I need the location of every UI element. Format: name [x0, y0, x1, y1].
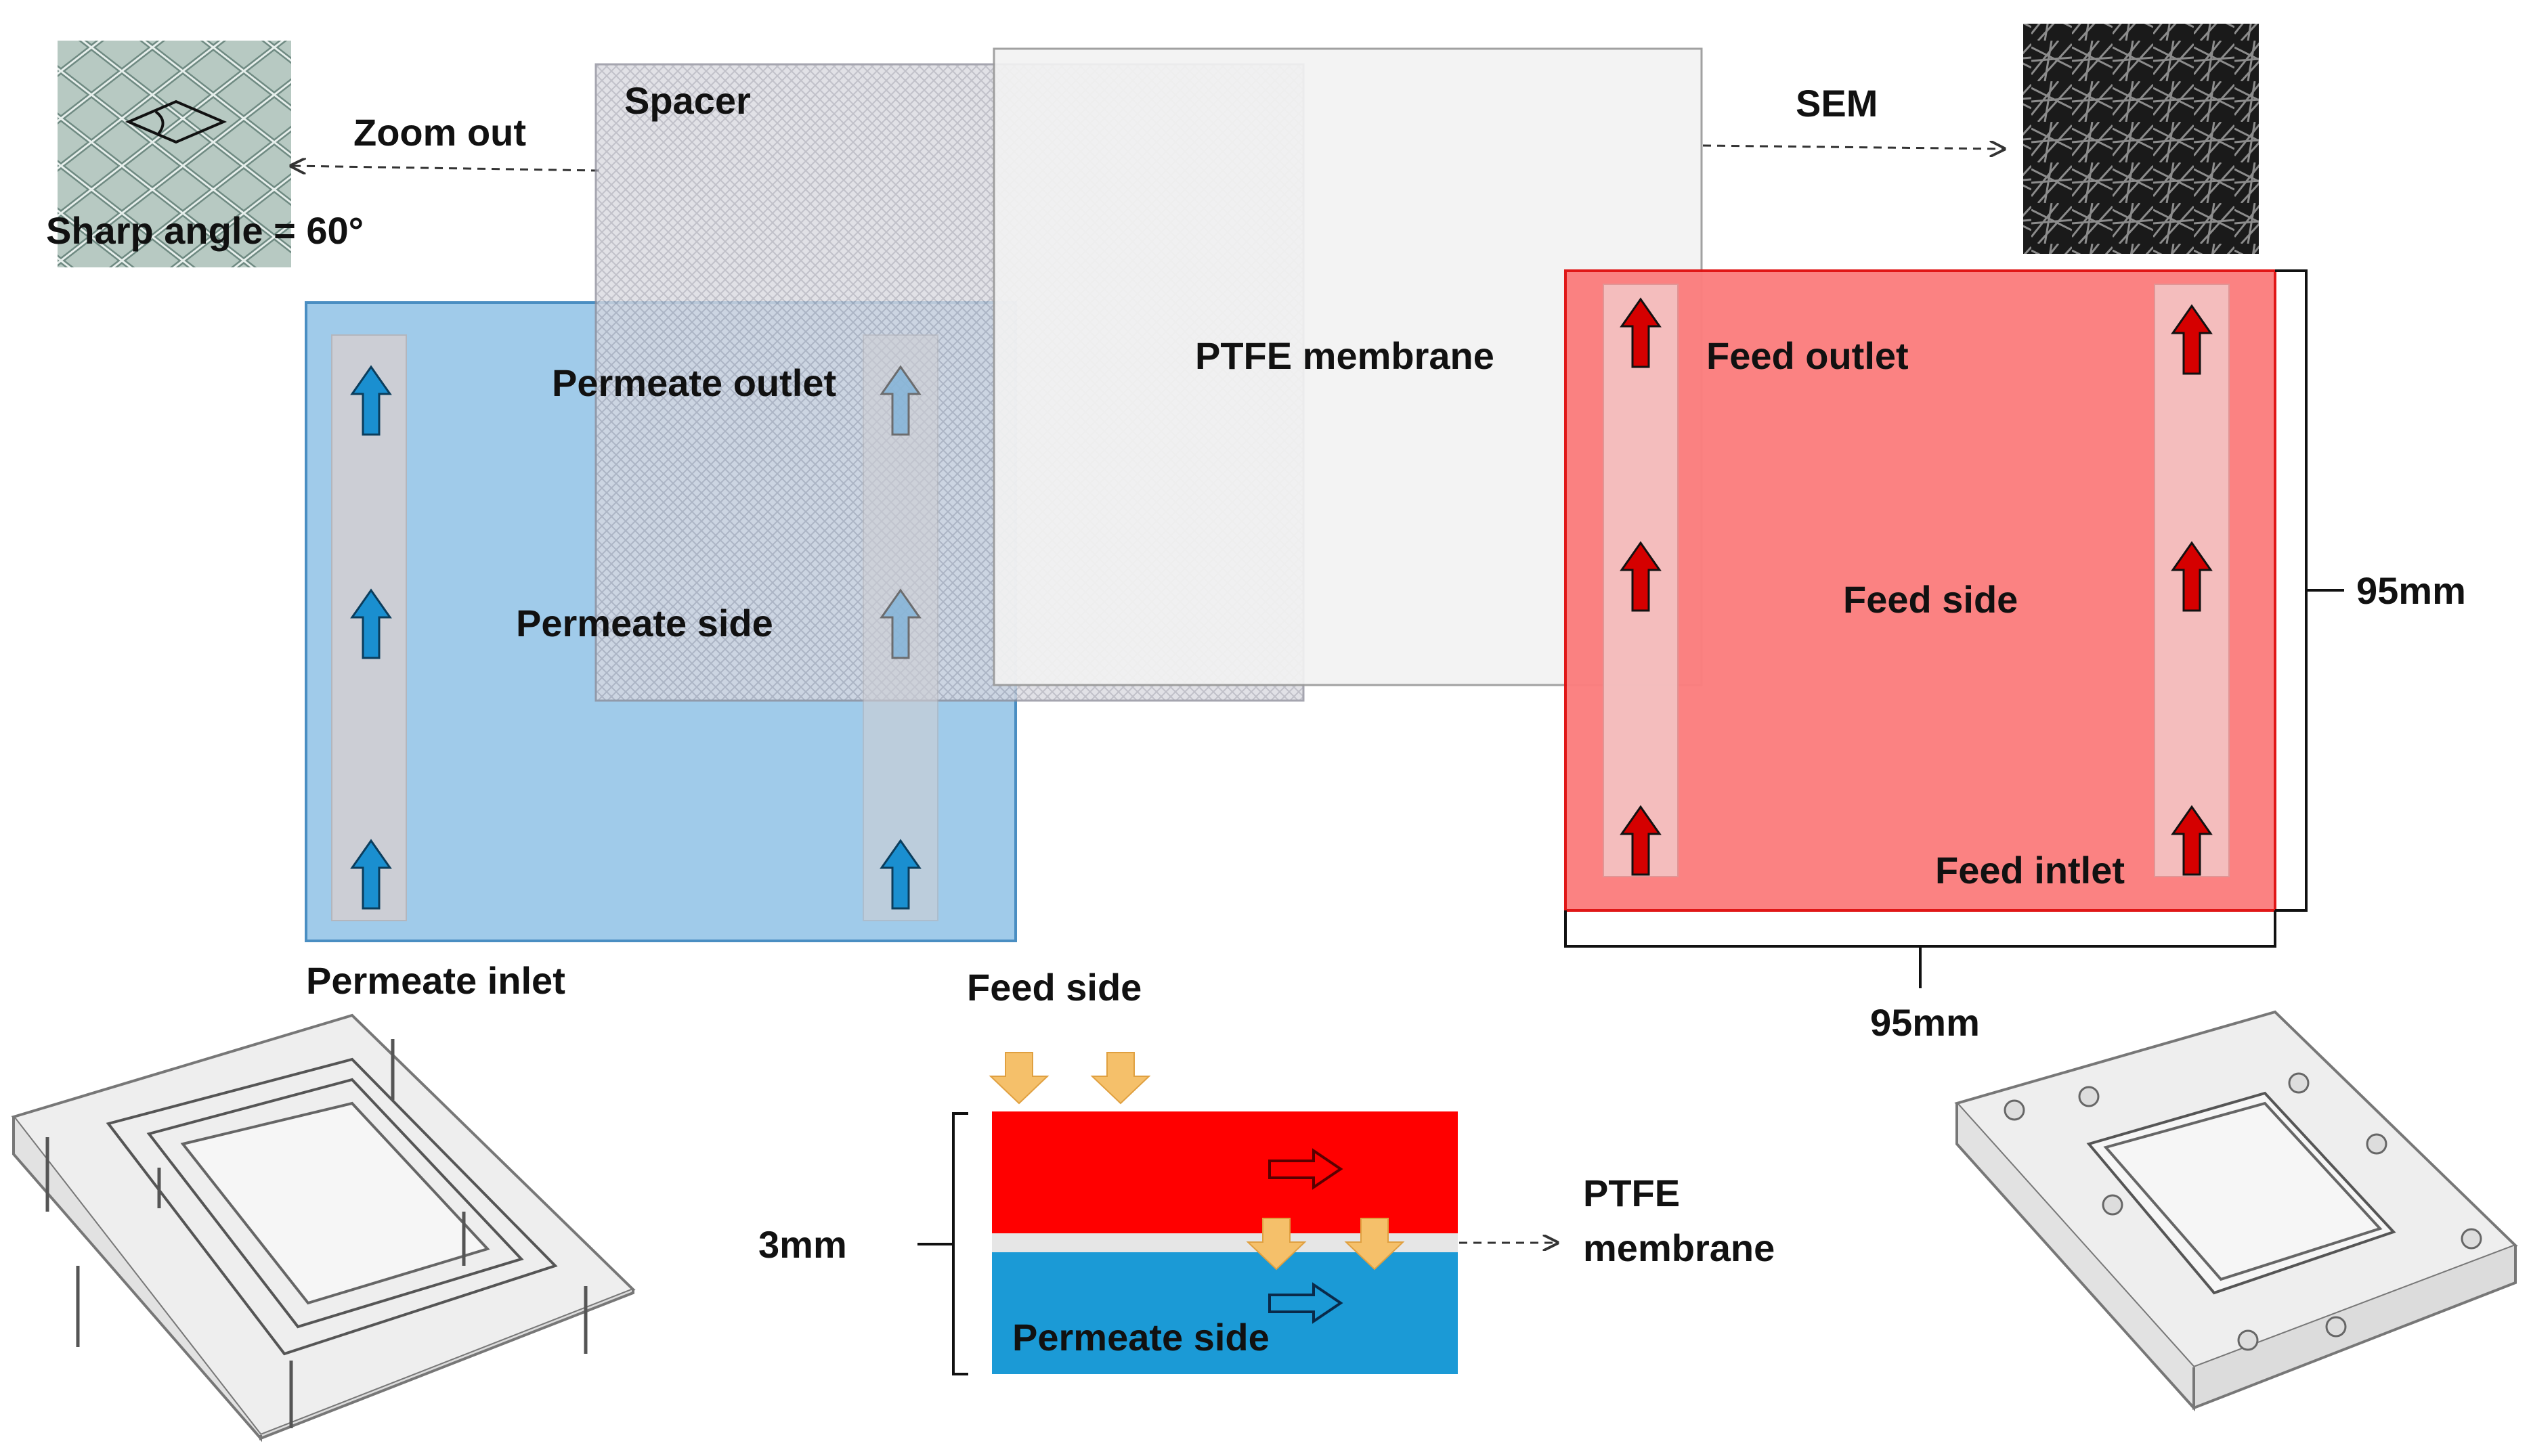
width-dimension-bracket — [1564, 910, 2276, 988]
feed-side-label: Feed side — [1843, 578, 2018, 621]
spacer-label: Spacer — [624, 79, 751, 122]
feed-flux-arrow — [990, 1052, 1048, 1104]
permeate-flow-outline-arrow — [1268, 1282, 1343, 1324]
sharp-angle-marker — [125, 100, 228, 144]
zoom-out-label: Zoom out — [353, 111, 526, 154]
feed-flow-outline-arrow — [1268, 1148, 1343, 1190]
height-dimension-label: 95mm — [2356, 569, 2466, 612]
permeate-module-render — [11, 1013, 636, 1442]
sharp-angle-label: Sharp angle = 60° — [46, 209, 364, 252]
feed-intlet-label: Feed intlet — [1935, 849, 2125, 891]
feed-outlet-label: Feed outlet — [1706, 334, 1909, 377]
ptfe-membrane-label: PTFE membrane — [1195, 334, 1494, 377]
width-dimension-label: 95mm — [1870, 1001, 1980, 1044]
cross-permeate-side-label: Permeate side — [1012, 1316, 1270, 1359]
sem-image — [2023, 24, 2259, 254]
thickness-bracket — [917, 1112, 968, 1375]
sem-arrow — [1702, 146, 2004, 149]
height-dimension-bracket — [2275, 269, 2344, 912]
permeate-side-label: Permeate side — [516, 602, 773, 644]
spacer-zoom-image — [58, 41, 291, 267]
cross-ptfe-label-line1: PTFE — [1583, 1172, 1680, 1214]
cross-ptfe-label-line2: membrane — [1583, 1227, 1775, 1269]
cross-thickness-label: 3mm — [758, 1223, 847, 1266]
cross-feed-layer — [992, 1111, 1458, 1233]
feed-module-render — [1954, 1010, 2518, 1412]
sem-label: SEM — [1796, 82, 1878, 125]
zoom-out-arrow — [291, 166, 600, 171]
cross-feed-side-label: Feed side — [967, 966, 1142, 1009]
permeate-outlet-label: Permeate outlet — [552, 361, 836, 404]
cross-permeate-layer — [992, 1252, 1458, 1374]
permeate-inlet-label: Permeate inlet — [306, 959, 565, 1002]
feed-flux-arrow — [1091, 1052, 1150, 1104]
